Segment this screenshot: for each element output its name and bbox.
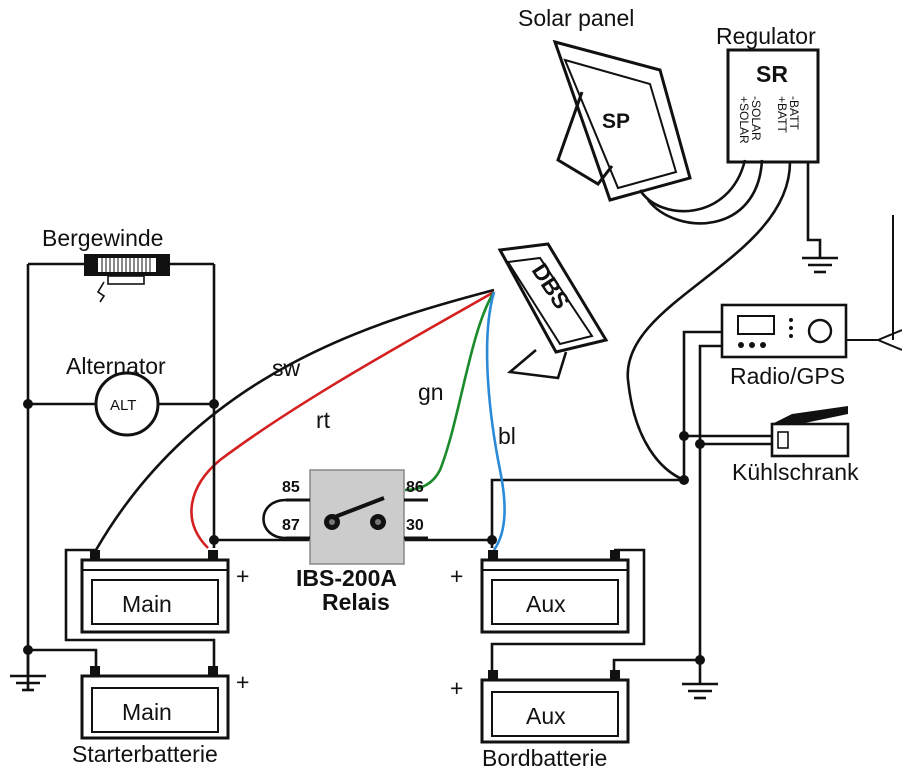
alternator-label: Alternator (66, 353, 166, 379)
dbs-display: DBS (497, 242, 609, 380)
wire-label-sw: sw (272, 355, 301, 381)
antenna (877, 215, 902, 351)
wire-label-rt: rt (316, 407, 331, 433)
relay-sub: Relais (322, 589, 390, 615)
relay-name: IBS-200A (296, 565, 397, 591)
kuehlschrank (770, 406, 850, 458)
solar-panel-label: Solar panel (518, 5, 634, 31)
ground-symbol-main (10, 650, 46, 692)
battery-aux-top: Aux (480, 550, 630, 634)
wire-rt (190, 290, 495, 549)
alternator: ALT (94, 371, 160, 437)
sr-terminal-minus-batt: -BATT (787, 96, 801, 130)
bergewinde-label: Bergewinde (42, 225, 163, 251)
wire-bl (485, 291, 506, 551)
kuehlschrank-label: Kühlschrank (732, 459, 859, 485)
relay-pin-30: 30 (406, 517, 424, 534)
relay-pin-85: 85 (282, 479, 300, 496)
relay-pin-87: 87 (282, 517, 300, 534)
wire-label-gn: gn (418, 379, 444, 405)
battery-aux-bottom: Aux (480, 670, 630, 744)
sr-terminal-minus-solar: -SOLAR (749, 96, 763, 141)
alt-label: ALT (110, 397, 136, 414)
battery-aux-top-label: Aux (526, 591, 566, 617)
relay-pin-86: 86 (406, 479, 424, 496)
battery-aux-top-plus: + (450, 563, 463, 589)
sp-label: SP (602, 110, 630, 133)
battery-aux-bottom-plus: + (450, 675, 463, 701)
solar-panel: SP (552, 39, 764, 225)
battery-main-top: Main (80, 550, 230, 634)
radio-gps (720, 303, 878, 359)
battery-main-top-label: Main (122, 591, 172, 617)
regulator: SR +SOLAR -SOLAR +BATT -BATT (726, 48, 820, 164)
bordbatterie-label: Bordbatterie (482, 745, 607, 771)
bergewinde-winch (84, 254, 170, 303)
battery-main-top-plus: + (236, 563, 249, 589)
ground-symbol-aux (682, 660, 718, 700)
ibs-relay: 85 87 86 30 (262, 469, 428, 565)
sr-terminal-plus-solar: +SOLAR (737, 96, 751, 144)
wire-sw (94, 288, 495, 551)
sr-label: SR (756, 61, 788, 87)
wire-gn (404, 291, 496, 492)
wire-label-bl: bl (498, 423, 516, 449)
sr-terminal-plus-batt: +BATT (775, 96, 789, 133)
battery-main-bottom: Main (80, 666, 230, 740)
regulator-label: Regulator (716, 23, 816, 49)
battery-main-bottom-plus: + (236, 669, 249, 695)
ground-symbol (802, 256, 838, 274)
battery-aux-bottom-label: Aux (526, 703, 566, 729)
battery-main-bottom-label: Main (122, 699, 172, 725)
radio-gps-label: Radio/GPS (730, 363, 845, 389)
starterbatterie-label: Starterbatterie (72, 741, 218, 767)
sr-terminal-labels: +SOLAR -SOLAR +BATT -BATT (737, 96, 801, 144)
